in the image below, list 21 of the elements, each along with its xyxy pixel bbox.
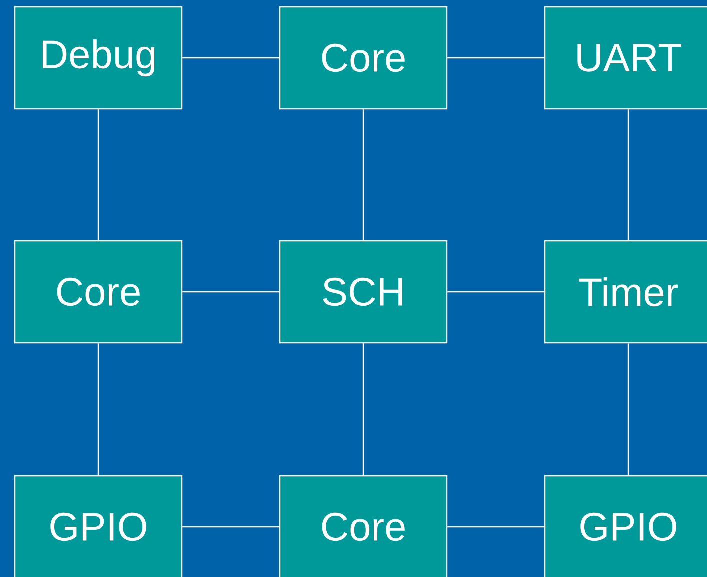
block-box: GPIO (544, 475, 707, 577)
block-box: Core (279, 6, 448, 110)
connector-line (98, 344, 100, 476)
connector-line (448, 57, 544, 59)
block-box: Debug (14, 6, 183, 110)
connector-line (362, 344, 364, 476)
connector-line (182, 526, 280, 528)
connector-line (98, 110, 100, 240)
block-box: Core (14, 240, 183, 344)
block-box: Timer (544, 240, 707, 344)
connector-line (448, 291, 544, 293)
block-box: UART (544, 6, 707, 110)
connector-line (182, 57, 280, 59)
connector-line (362, 110, 364, 240)
connector-line (448, 526, 544, 528)
connector-line (628, 110, 630, 240)
connector-line (182, 291, 280, 293)
block-box: GPIO (14, 475, 183, 577)
block-box: Core (279, 475, 448, 577)
block-box: SCH (279, 240, 448, 344)
connector-line (628, 344, 630, 476)
